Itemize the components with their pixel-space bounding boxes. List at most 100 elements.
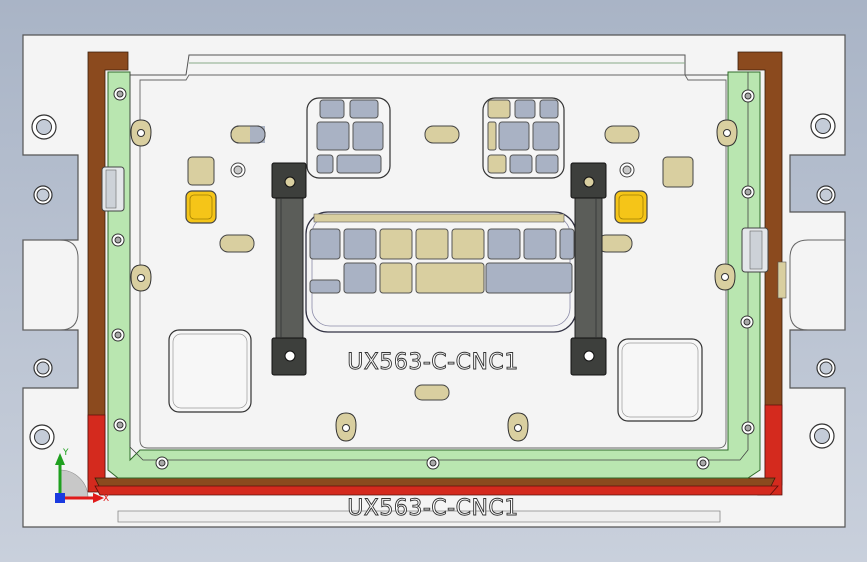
square-pad: [662, 156, 694, 188]
pocket-cell: [309, 228, 341, 260]
lower-pocket-left-inner: [172, 333, 248, 409]
mount-hole: [819, 361, 833, 375]
handle-bolt: [284, 176, 296, 188]
locating-pin-hole: [721, 273, 729, 281]
pocket-cell: [535, 154, 559, 174]
side-notch-right: [789, 239, 845, 331]
pocket-cell: [532, 121, 560, 151]
bottom-lip: [117, 510, 721, 523]
screw: [116, 421, 124, 429]
yellow-pad-left: [185, 190, 217, 224]
cavity-outline: [139, 74, 727, 449]
locating-pin-hole: [137, 129, 145, 137]
pocket-cell: [487, 228, 521, 260]
pocket-cell: [379, 228, 413, 260]
handle-bolt: [583, 350, 595, 362]
locating-pin-hole: [723, 129, 731, 137]
axis-x-label: X: [103, 494, 109, 504]
handle-bar: [574, 194, 603, 341]
mount-hole: [36, 188, 50, 202]
frame-red-bottom: [94, 485, 779, 496]
screw: [429, 459, 437, 467]
pocket-cell: [343, 262, 377, 294]
axis-x-arrow: [93, 493, 104, 503]
pocket-center: [305, 211, 577, 333]
slot-pad: [414, 384, 450, 401]
screw: [744, 188, 752, 196]
pocket-cell: [498, 121, 530, 151]
mount-hole: [36, 361, 50, 375]
locating-pin-hole: [137, 274, 145, 282]
side-clamp-right: [749, 230, 763, 270]
screw: [114, 236, 122, 244]
slot-pad: [597, 234, 633, 253]
slot-pad: [250, 126, 265, 143]
pocket-cell: [451, 228, 485, 260]
screw: [114, 331, 122, 339]
small-hole: [622, 165, 632, 175]
handle-bolt: [284, 350, 296, 362]
lower-pocket-left: [168, 329, 252, 413]
screw: [699, 459, 707, 467]
green-ledge-inner: [129, 72, 749, 461]
lower-pocket-right-inner: [621, 342, 699, 418]
small-hole: [233, 165, 243, 175]
pocket-cell: [316, 154, 334, 174]
handle-left: [271, 162, 307, 376]
axis-y-arrow: [55, 453, 65, 465]
pocket-upper-left: [306, 97, 391, 179]
part-label-bottom: UX563-C-CNC1: [347, 496, 519, 521]
square-pad: [187, 156, 215, 186]
axis-triad: Y X: [55, 448, 109, 504]
pocket-cell: [309, 279, 341, 294]
mount-hole: [34, 429, 50, 445]
screw: [116, 90, 124, 98]
screw: [744, 92, 752, 100]
yellow-pad-right-inner: [618, 194, 644, 220]
mount-hole: [815, 118, 831, 134]
pocket-cell: [509, 154, 533, 174]
locating-pin-hole: [342, 424, 350, 432]
screw: [743, 318, 751, 326]
yellow-pad-left-inner: [189, 194, 213, 220]
yellow-pad-right: [614, 190, 648, 224]
pocket-cell: [349, 99, 379, 119]
slot-pad: [604, 125, 640, 144]
pocket-cell: [343, 228, 377, 260]
pocket-cell: [487, 99, 511, 119]
locating-pin-hole: [514, 424, 522, 432]
pocket-cell: [336, 154, 382, 174]
pocket-cell: [319, 99, 345, 119]
screw: [744, 424, 752, 432]
pocket-cell: [379, 262, 413, 294]
lower-pocket-right: [617, 338, 703, 422]
handle-bolt: [583, 176, 595, 188]
pocket-cell: [559, 228, 575, 260]
pocket-cell: [514, 99, 536, 119]
part-label-top: UX563-C-CNC1: [347, 350, 519, 375]
pocket-cell: [485, 262, 573, 294]
pocket-cell: [316, 121, 350, 151]
pocket-cell: [415, 228, 449, 260]
screw: [158, 459, 166, 467]
locating-pins: [130, 119, 738, 442]
pocket-strip: [313, 213, 565, 223]
handle-right: [570, 162, 607, 376]
pocket-cell: [352, 121, 384, 151]
mount-hole: [819, 188, 833, 202]
pocket-upper-right: [482, 97, 565, 179]
mount-hole: [814, 428, 830, 444]
side-notch-left: [23, 239, 79, 331]
slot-pad: [230, 125, 266, 144]
side-clamp-left: [105, 169, 117, 209]
axis-z-marker: [55, 493, 65, 503]
slot-pad: [424, 125, 460, 144]
handle-bar: [275, 194, 304, 341]
pocket-cell: [415, 262, 485, 294]
pocket-cell: [487, 154, 507, 174]
pocket-cell: [523, 228, 557, 260]
top-slot: [130, 54, 738, 76]
side-tab-right: [777, 261, 787, 299]
